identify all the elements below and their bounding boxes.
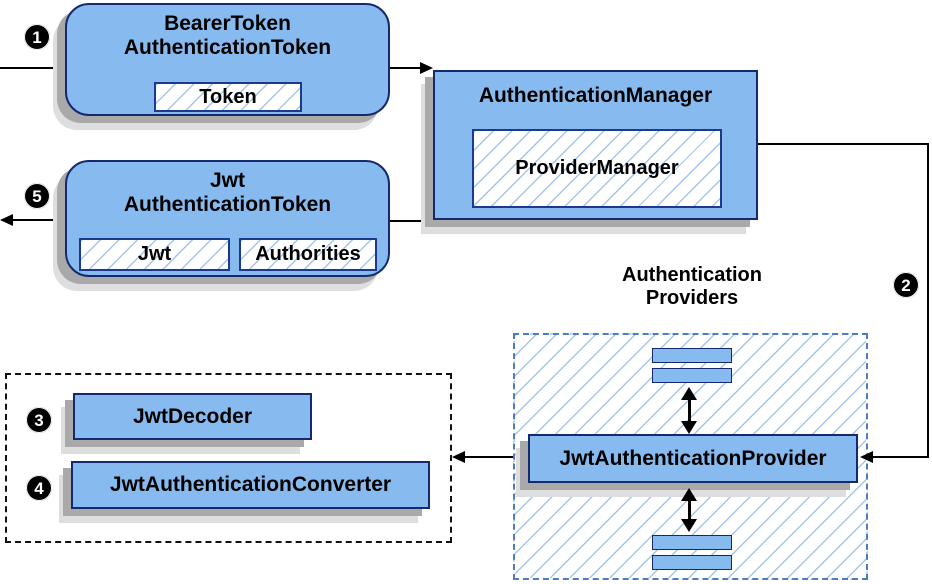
incoming-request-line bbox=[0, 67, 65, 69]
authentication-providers-label-line2: Providers bbox=[645, 287, 739, 309]
step-2-badge: 2 bbox=[893, 272, 919, 298]
provider-manager-box: ProviderManager bbox=[472, 129, 722, 208]
arrow-up-icon bbox=[681, 387, 697, 400]
step-4-number: 4 bbox=[34, 478, 44, 498]
jwt-field: Jwt bbox=[79, 238, 230, 271]
provider-stack-bar-bottom-2 bbox=[652, 555, 732, 570]
authentication-manager-box: AuthenticationManager ProviderManager bbox=[433, 70, 758, 220]
authentication-providers-label-line1: Authentication bbox=[622, 264, 762, 286]
manager-to-jwt-line bbox=[390, 220, 433, 222]
authentication-manager-title: AuthenticationManager bbox=[478, 84, 713, 107]
arrow-stem bbox=[688, 394, 691, 427]
jwt-token-title-line1: Jwt bbox=[209, 169, 245, 192]
provider-to-tools-arrowhead-icon bbox=[452, 451, 465, 463]
jwt-token-title-line2: AuthenticationToken bbox=[123, 193, 332, 216]
manager-to-provider-line-horizontal bbox=[758, 143, 929, 145]
token-field-label: Token bbox=[199, 85, 257, 108]
manager-to-provider-line-bottom bbox=[872, 456, 929, 458]
authentication-providers-label: Authentication Providers bbox=[572, 264, 812, 310]
jwt-decoder-label: JwtDecoder bbox=[132, 404, 253, 428]
step-2-number: 2 bbox=[901, 275, 911, 295]
jwt-authentication-provider-box: JwtAuthenticationProvider bbox=[528, 434, 858, 483]
token-field: Token bbox=[154, 82, 302, 112]
step-4-badge: 4 bbox=[26, 475, 52, 501]
arrow-down-icon bbox=[681, 421, 697, 434]
bearer-token-title-line1: BearerToken bbox=[164, 12, 291, 35]
arrow-up-icon bbox=[681, 488, 697, 501]
provider-double-arrow-top bbox=[680, 387, 699, 434]
manager-to-provider-arrowhead-icon bbox=[860, 451, 873, 463]
authorities-field-label: Authorities bbox=[255, 243, 361, 265]
manager-to-provider-line-vertical bbox=[927, 143, 929, 458]
step-5-number: 5 bbox=[32, 186, 42, 206]
arrow-down-icon bbox=[681, 519, 697, 532]
jwt-authentication-provider-label: JwtAuthenticationProvider bbox=[559, 446, 827, 470]
jwt-authentication-converter-label: JwtAuthenticationConverter bbox=[109, 473, 392, 496]
provider-to-tools-line bbox=[464, 456, 530, 458]
authorities-field: Authorities bbox=[239, 238, 377, 271]
step-5-badge: 5 bbox=[24, 183, 50, 209]
provider-stack-bar-top-2 bbox=[652, 368, 732, 383]
jwt-field-label: Jwt bbox=[137, 243, 172, 265]
outgoing-response-line bbox=[12, 219, 65, 221]
step-3-badge: 3 bbox=[26, 407, 52, 433]
provider-stack-bar-bottom-1 bbox=[652, 535, 732, 550]
step-1-badge: 1 bbox=[24, 24, 50, 50]
bearer-to-manager-arrowhead-icon bbox=[420, 62, 433, 74]
provider-stack-bar-top-1 bbox=[652, 348, 732, 363]
step-3-number: 3 bbox=[34, 410, 44, 430]
jwt-authentication-converter-box: JwtAuthenticationConverter bbox=[71, 461, 430, 509]
jwt-decoder-box: JwtDecoder bbox=[73, 393, 312, 440]
bearer-token-box-title: BearerToken AuthenticationToken bbox=[67, 5, 388, 60]
arrow-stem bbox=[688, 495, 691, 525]
outgoing-response-arrowhead-icon bbox=[0, 214, 13, 226]
bearer-token-authentication-token-box: BearerToken AuthenticationToken Token bbox=[65, 3, 390, 116]
jwt-token-box-title: Jwt AuthenticationToken bbox=[67, 162, 388, 217]
jwt-authentication-token-box: Jwt AuthenticationToken Jwt Authorities bbox=[65, 160, 390, 277]
bearer-token-title-line2: AuthenticationToken bbox=[123, 36, 332, 59]
provider-double-arrow-bottom bbox=[680, 488, 699, 532]
step-1-number: 1 bbox=[32, 27, 42, 47]
provider-manager-label: ProviderManager bbox=[515, 157, 679, 179]
bearer-to-manager-line bbox=[390, 67, 421, 69]
